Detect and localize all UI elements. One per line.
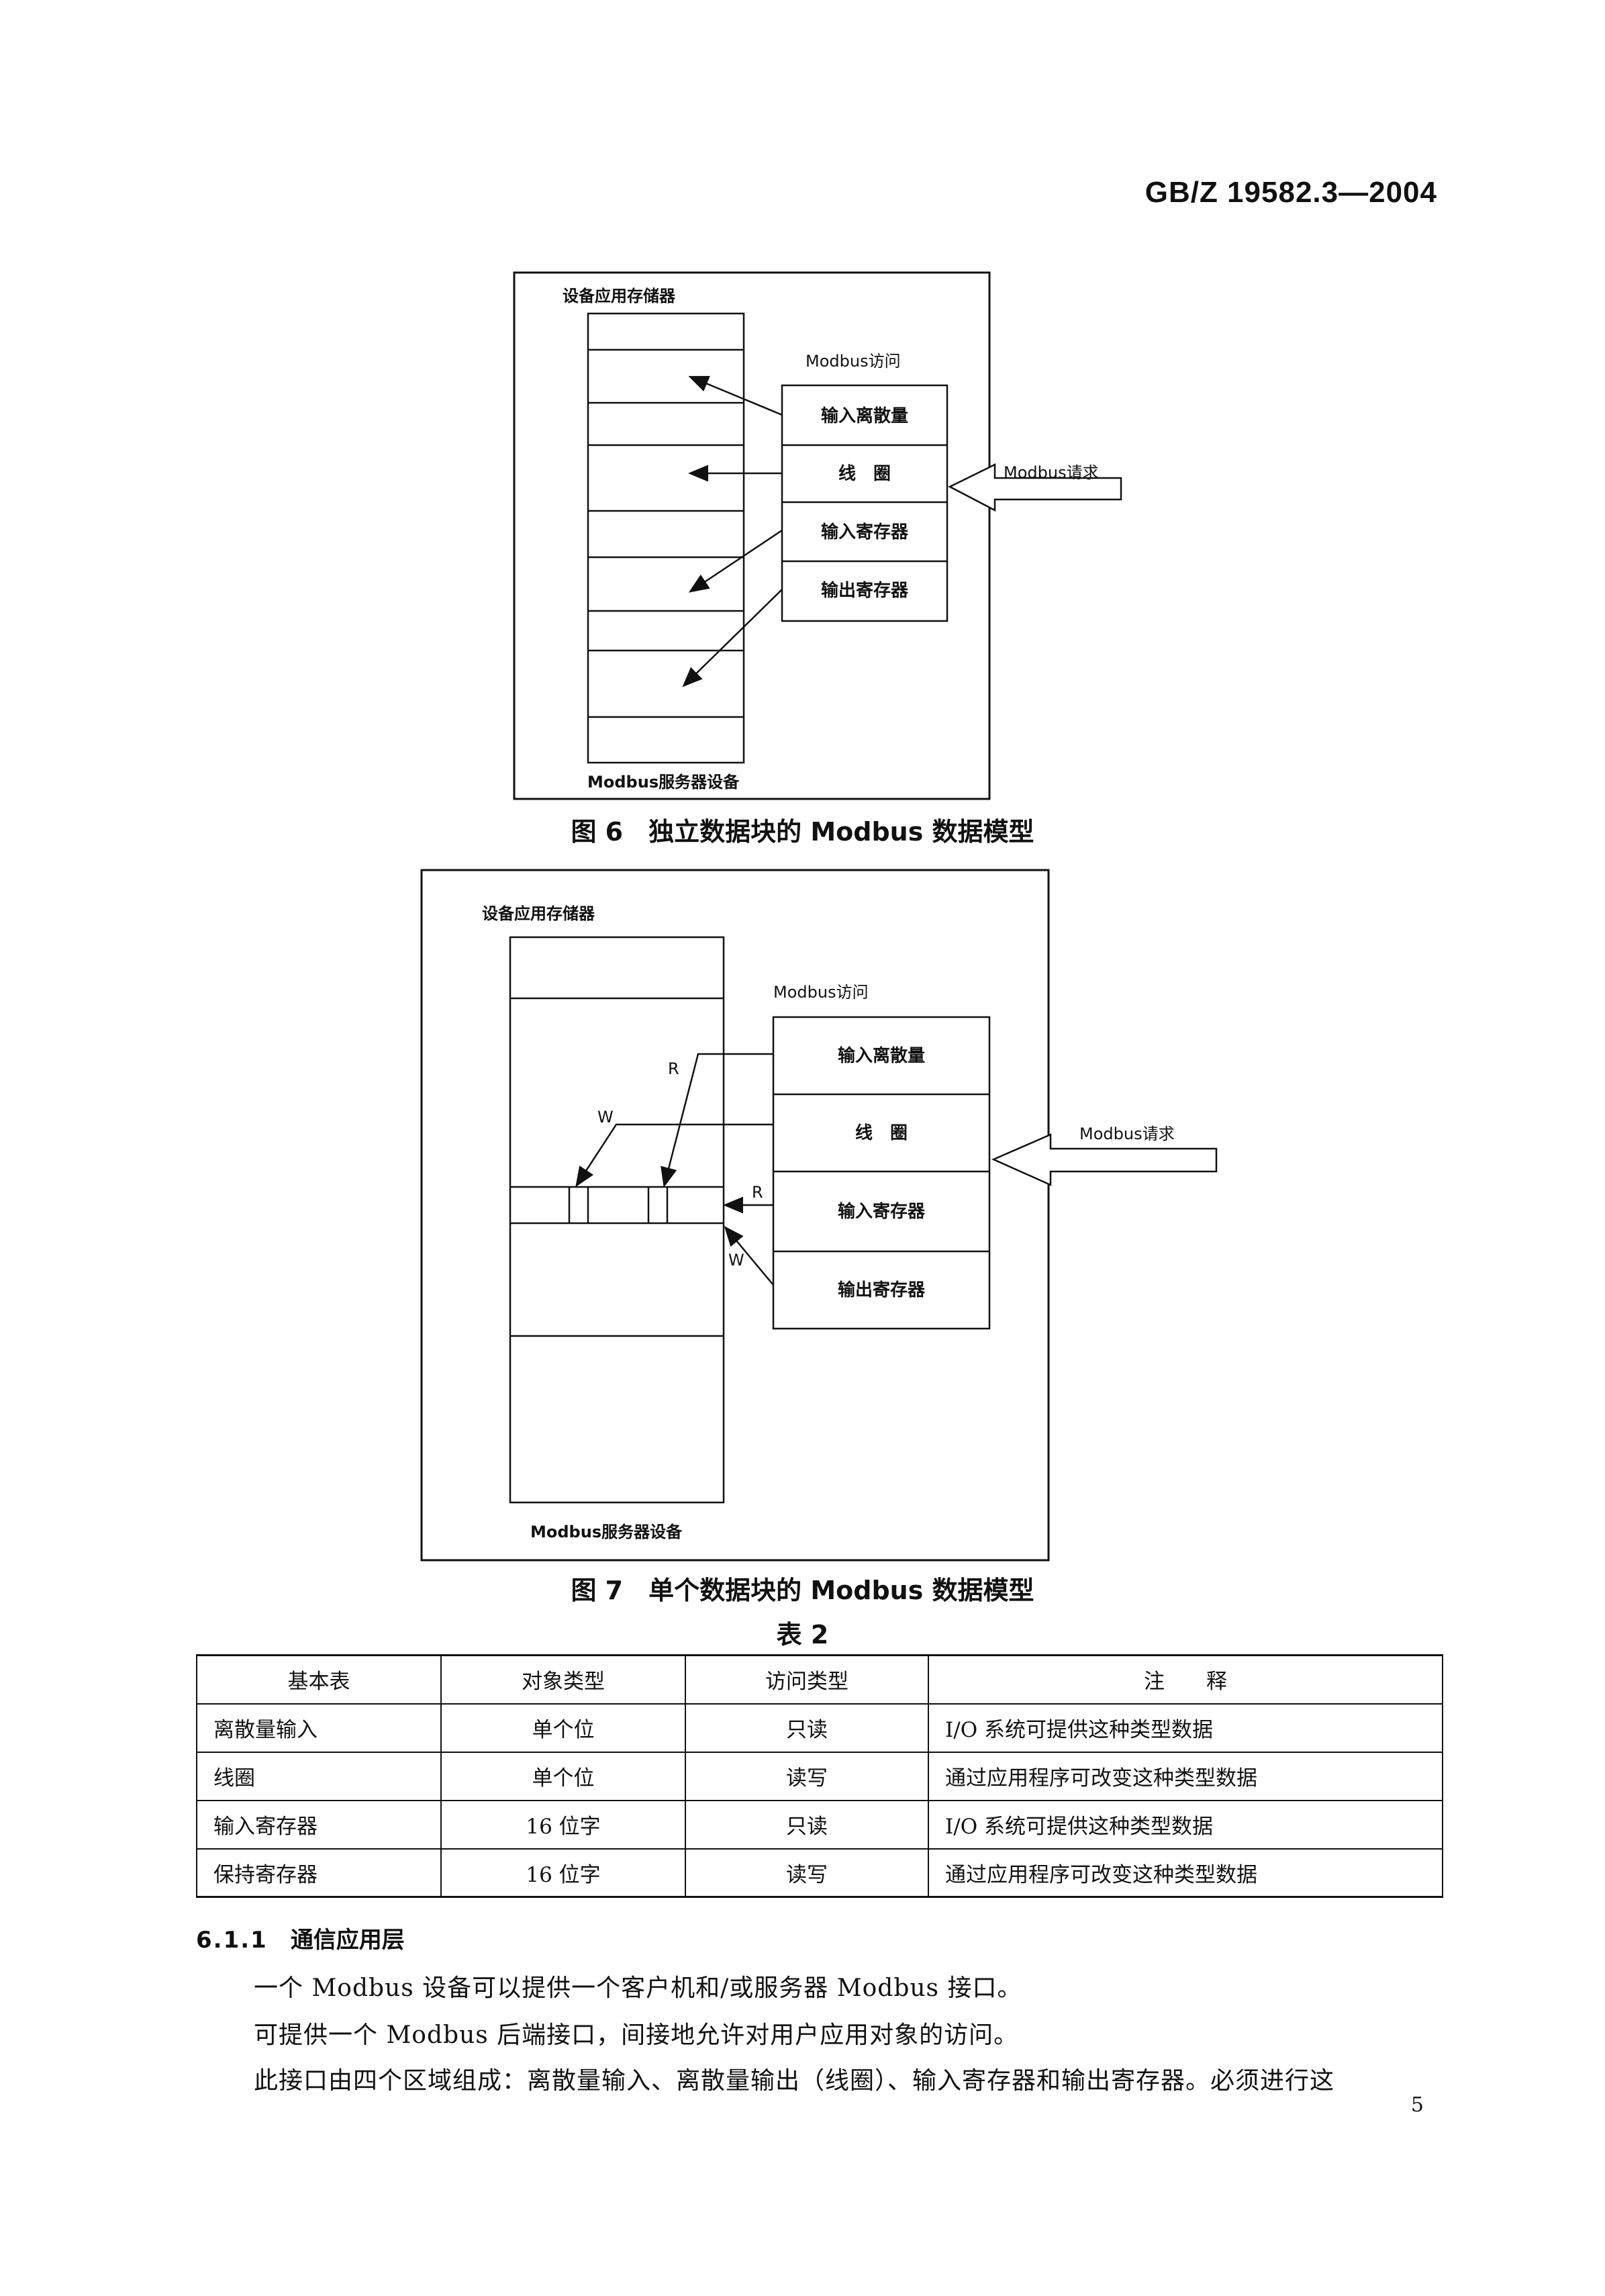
table-cell: 通过应用程序可改变这种类型数据: [928, 1848, 1443, 1898]
fig7-block-discrete-inputs: 输入离散量: [838, 1045, 925, 1066]
section-title: 通信应用层: [290, 1927, 405, 1954]
fig7-access-blocks: [772, 1016, 991, 1330]
table-cell: I/O 系统可提供这种类型数据: [928, 1799, 1443, 1850]
table-cell: 只读: [685, 1703, 929, 1753]
table-cell: 保持寄存器: [196, 1848, 442, 1898]
table-cell: 16 位字: [440, 1799, 686, 1850]
paragraph: 可提供一个 Modbus 后端接口，间接地允许对用户应用对象的访问。: [254, 2021, 1019, 2049]
paragraph: 一个 Modbus 设备可以提供一个客户机和/或服务器 Modbus 接口。: [254, 1974, 1022, 2002]
fig7-mapping-arrows: [575, 1053, 774, 1286]
paragraph: 此接口由四个区域组成：离散量输入、离散量输出（线圈）、输入寄存器和输出寄存器。必…: [254, 2067, 1335, 2095]
table-header-cell: 基本表: [196, 1654, 442, 1705]
table-header-cell: 注 释: [928, 1654, 1443, 1705]
fig6-block-input-registers: 输入寄存器: [821, 522, 909, 542]
table-header-cell: 访问类型: [685, 1654, 929, 1705]
table-cell: 读写: [685, 1848, 929, 1898]
fig7-request-label: Modbus请求: [1079, 1125, 1175, 1143]
fig7-block-output-registers: 输出寄存器: [838, 1280, 926, 1300]
fig7-memory-label: 设备应用存储器: [482, 904, 595, 923]
fig7-block-input-registers: 输入寄存器: [838, 1201, 926, 1222]
fig7-server-label: Modbus服务器设备: [530, 1523, 683, 1541]
table-cell: 通过应用程序可改变这种类型数据: [928, 1751, 1443, 1801]
fig6-access-blocks: [781, 384, 949, 622]
standard-number: GB/Z 19582.3—2004: [1145, 176, 1437, 209]
table-header-row: 基本表 对象类型 访问类型 注 释: [196, 1654, 1443, 1705]
table-cell: I/O 系统可提供这种类型数据: [928, 1703, 1443, 1753]
table-2: 基本表 对象类型 访问类型 注 释 离散量输入 单个位 只读 I/O 系统可提供…: [196, 1654, 1443, 1898]
fig6-request-label: Modbus请求: [1004, 463, 1099, 482]
table-cell: 单个位: [440, 1703, 686, 1753]
table-row: 保持寄存器 16 位字 读写 通过应用程序可改变这种类型数据: [196, 1848, 1443, 1898]
fig7-write-label-2: W: [728, 1251, 744, 1270]
table-row: 线圈 单个位 读写 通过应用程序可改变这种类型数据: [196, 1751, 1443, 1801]
fig7-read-label-1: R: [668, 1059, 679, 1078]
fig7-block-coils: 线 圈: [855, 1123, 908, 1143]
fig6-memory-column: [587, 312, 745, 764]
fig7-access-label: Modbus访问: [773, 983, 869, 1002]
figure-7-caption: 图 7 单个数据块的 Modbus 数据模型: [571, 1576, 1034, 1605]
fig7-write-label-1: W: [597, 1108, 614, 1127]
figure-6-caption: 图 6 独立数据块的 Modbus 数据模型: [571, 817, 1034, 847]
fig6-memory-label: 设备应用存储器: [563, 287, 676, 305]
fig7-memory-column: [509, 936, 725, 1504]
table-cell: 16 位字: [440, 1848, 686, 1898]
fig6-block-coils: 线 圈: [838, 464, 891, 484]
fig6-block-discrete-inputs: 输入离散量: [821, 405, 908, 426]
section-number: 6.1.1: [196, 1927, 268, 1954]
fig6-block-output-registers: 输出寄存器: [821, 580, 909, 601]
table-cell: 单个位: [440, 1751, 686, 1801]
section-heading: 6.1.1 通信应用层: [196, 1921, 405, 1954]
figure-7: 设备应用存储器 Modbus访问 输入离散量 线 圈 输入寄存器 输出寄存器: [0, 859, 1605, 1598]
table-cell: 只读: [685, 1799, 929, 1850]
fig7-frame: [420, 869, 1050, 1562]
figure-6: 设备应用存储器 Modbus访问 输入离散量 线 圈 输入寄存器 输出寄存器: [0, 0, 1605, 873]
table-header-cell: 对象类型: [440, 1654, 686, 1705]
table-cell: 输入寄存器: [196, 1799, 442, 1850]
fig7-read-label-2: R: [752, 1183, 763, 1202]
table-row: 输入寄存器 16 位字 只读 I/O 系统可提供这种类型数据: [196, 1799, 1443, 1850]
table-cell: 读写: [685, 1751, 929, 1801]
table-cell: 离散量输入: [196, 1703, 442, 1753]
fig6-request-arrow: [948, 463, 1122, 512]
fig6-frame: [513, 271, 991, 800]
fig6-mapping-arrows: [682, 376, 783, 687]
table-row: 离散量输入 单个位 只读 I/O 系统可提供这种类型数据: [196, 1703, 1443, 1753]
fig7-request-arrow: [991, 1133, 1218, 1186]
table-cell: 线圈: [196, 1751, 442, 1801]
table-2-title: 表 2: [776, 1620, 829, 1649]
fig6-access-label: Modbus访问: [806, 352, 901, 371]
fig6-server-label: Modbus服务器设备: [587, 773, 740, 792]
page-number: 5: [1410, 2093, 1424, 2117]
